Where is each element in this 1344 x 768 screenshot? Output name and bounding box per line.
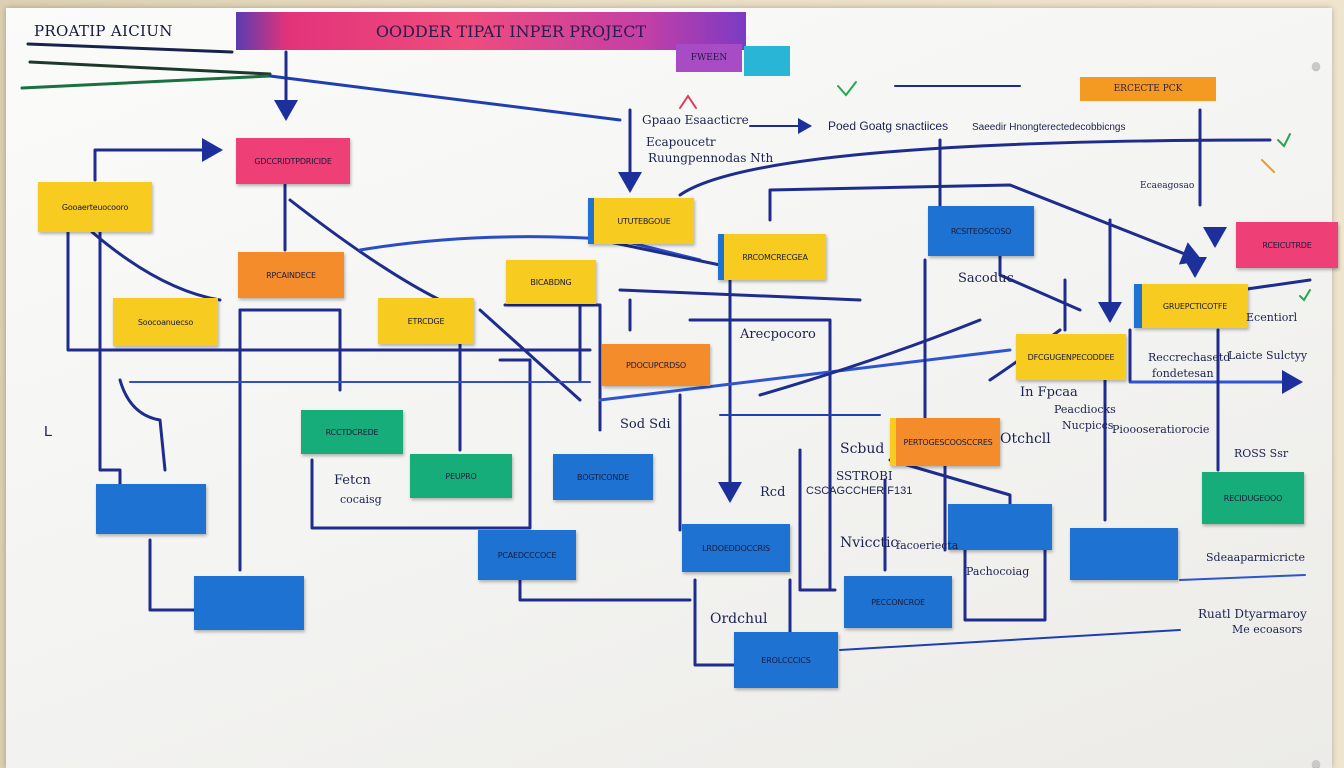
sticky-note: ETRCDGE xyxy=(378,298,474,344)
title-tag-note: FWEEN xyxy=(676,44,742,72)
handwritten-note: Otchcll xyxy=(1000,431,1051,447)
sticky-note: PECCONCROE xyxy=(844,576,952,628)
sticky-note: PCAEDCCCOCE xyxy=(478,530,576,580)
whiteboard xyxy=(6,8,1332,768)
sticky-note: BICABDNG xyxy=(506,260,596,304)
sticky-note: LRDOEDDOCCRIS xyxy=(682,524,790,572)
sticky-note: PEUPRO xyxy=(410,454,512,498)
board-pin xyxy=(1312,62,1320,70)
sticky-note: GRUEPCTICOTFE xyxy=(1134,284,1248,328)
handwritten-note: Scbud xyxy=(840,441,885,457)
handwritten-note: Me ecoasors xyxy=(1232,623,1303,636)
sticky-note: Soocoanuecso xyxy=(113,298,218,346)
handwritten-note: Reccrechasetd xyxy=(1148,351,1231,364)
handwritten-note: CSCAGCCHER F131 xyxy=(806,485,913,497)
handwritten-note: Ruungpennodas Nth xyxy=(648,151,774,165)
sticky-note: RECIDUGEOOO xyxy=(1202,472,1304,524)
handwritten-note: Ecaeagosao xyxy=(1140,181,1195,191)
handwritten-note: Ecentiorl xyxy=(1246,311,1298,324)
sticky-note: RCEICUTRDE xyxy=(1236,222,1338,268)
handwritten-note: Peacdiocks xyxy=(1054,403,1116,416)
handwritten-note: Rcd xyxy=(760,485,786,500)
board-pin xyxy=(1312,760,1320,768)
handwritten-note: Sacoduc xyxy=(958,271,1014,286)
sticky-note: RCSITEOSCOSO xyxy=(928,206,1034,256)
sticky-note: UTUTEBGOUE xyxy=(588,198,694,244)
handwritten-note: Sod Sdi xyxy=(620,417,671,432)
sticky-note xyxy=(1070,528,1178,580)
sticky-note: DFCGUGENPECODDEE xyxy=(1016,334,1126,380)
handwritten-note: Ruatl Dtyarmaroy xyxy=(1198,607,1307,621)
sticky-note: RPCAINDECE xyxy=(238,252,344,298)
handwritten-note: facoeriecta xyxy=(896,539,959,552)
sticky-note xyxy=(948,504,1052,550)
sticky-note: PERTOGESCOOSCCRES xyxy=(890,418,1000,466)
sticky-note xyxy=(194,576,304,630)
sticky-note: EROLCCCICS xyxy=(734,632,838,688)
top-right-orange-tag: ERCECTE PCK xyxy=(1080,77,1216,101)
sticky-note: Gooaerteuocooro xyxy=(38,182,152,232)
project-title-banner: OODDER TIPAT INPER PROJECT xyxy=(236,12,746,50)
handwritten-note: Sdeaaparmicricte xyxy=(1206,551,1306,564)
handwritten-note: cocaisg xyxy=(340,493,382,506)
handwritten-note: Saeedir Hnongterectedecobbicngs xyxy=(972,122,1126,133)
handwritten-note: Gpaao Esaacticre xyxy=(642,113,749,127)
handwritten-note: Arecpocoro xyxy=(740,327,816,342)
sticky-note: RCCTDCREDE xyxy=(301,410,403,454)
handwritten-note: L xyxy=(44,423,53,440)
sticky-note: BOGTICONDE xyxy=(553,454,653,500)
board-top-left-label: PROATIP AICIUN xyxy=(34,22,173,40)
handwritten-note: Pioooseratiorocie xyxy=(1112,423,1210,436)
handwritten-note: Fetcn xyxy=(334,473,371,488)
handwritten-note: SSTROBI xyxy=(836,469,893,483)
handwritten-note: fondetesan xyxy=(1152,367,1214,380)
handwritten-note: Poed Goatg snactiices xyxy=(828,119,949,133)
handwritten-note: Ordchul xyxy=(710,611,768,627)
title-cyan-tab xyxy=(744,46,790,76)
handwritten-note: Laicte Sulctyy xyxy=(1228,349,1308,362)
handwritten-note: Ecapoucetr xyxy=(646,135,716,149)
handwritten-note: Nucpiccs xyxy=(1062,419,1114,432)
sticky-note xyxy=(96,484,206,534)
sticky-note: RRCOMCRECGEA xyxy=(718,234,826,280)
sticky-note: GDCCRIDTPDRICIDE xyxy=(236,138,350,184)
handwritten-note: Pachocoiag xyxy=(966,565,1030,578)
handwritten-note: In Fpcaa xyxy=(1020,385,1078,400)
handwritten-note: ROSS Ssr xyxy=(1234,447,1289,460)
project-title: OODDER TIPAT INPER PROJECT xyxy=(375,21,647,41)
sticky-note: PDOCUPCRDSO xyxy=(602,344,710,386)
handwritten-note: Nvicctic xyxy=(840,535,899,551)
